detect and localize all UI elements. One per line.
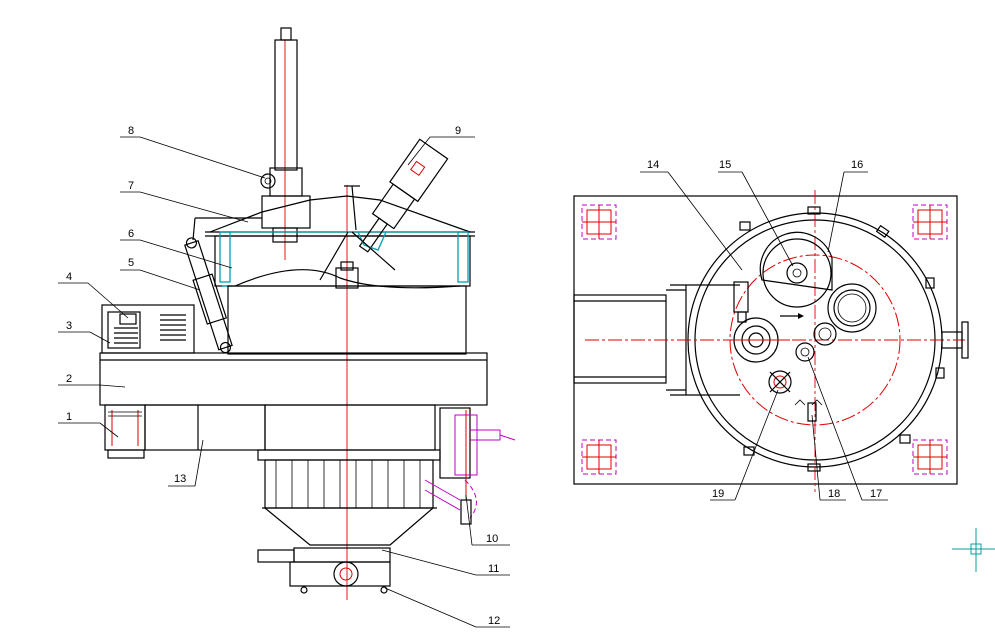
callout-1: 1 xyxy=(66,411,72,423)
callout-7: 7 xyxy=(128,180,134,192)
callout-11: 11 xyxy=(488,563,499,575)
callout-4: 4 xyxy=(66,271,72,283)
callout-19: 19 xyxy=(712,488,724,500)
callout-10: 10 xyxy=(486,533,498,545)
callout-12: 12 xyxy=(488,615,500,627)
callout-8: 8 xyxy=(128,125,134,137)
top-view xyxy=(573,190,969,492)
callout-15: 15 xyxy=(719,159,731,171)
front-view-callouts: 1 2 3 4 5 6 7 8 9 10 11 12 13 xyxy=(58,125,510,628)
corner-pad xyxy=(912,439,948,475)
front-view xyxy=(99,27,516,600)
corner-pad xyxy=(912,204,948,240)
callout-13: 13 xyxy=(174,473,186,485)
corner-pad xyxy=(581,439,617,475)
callout-9: 9 xyxy=(455,125,461,137)
corner-pad xyxy=(581,204,617,240)
crosshair-cursor-icon xyxy=(952,528,995,572)
callout-14: 14 xyxy=(647,159,659,171)
top-view-callouts: 14 15 16 17 18 19 xyxy=(640,159,888,501)
callout-6: 6 xyxy=(128,228,134,240)
callout-18: 18 xyxy=(828,488,840,500)
callout-5: 5 xyxy=(128,257,134,269)
callout-16: 16 xyxy=(851,159,863,171)
callout-17: 17 xyxy=(870,488,882,500)
hopper-ribs xyxy=(275,460,421,508)
callout-2: 2 xyxy=(66,373,72,385)
callout-3: 3 xyxy=(66,320,72,332)
vent-grille xyxy=(114,314,186,344)
